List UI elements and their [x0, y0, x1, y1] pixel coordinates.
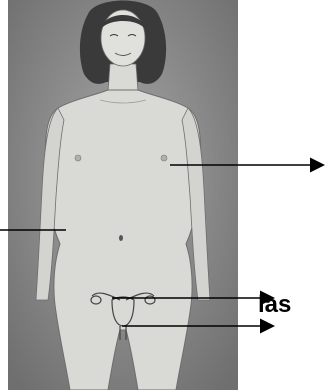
partial-annotation-label: las — [258, 293, 291, 317]
